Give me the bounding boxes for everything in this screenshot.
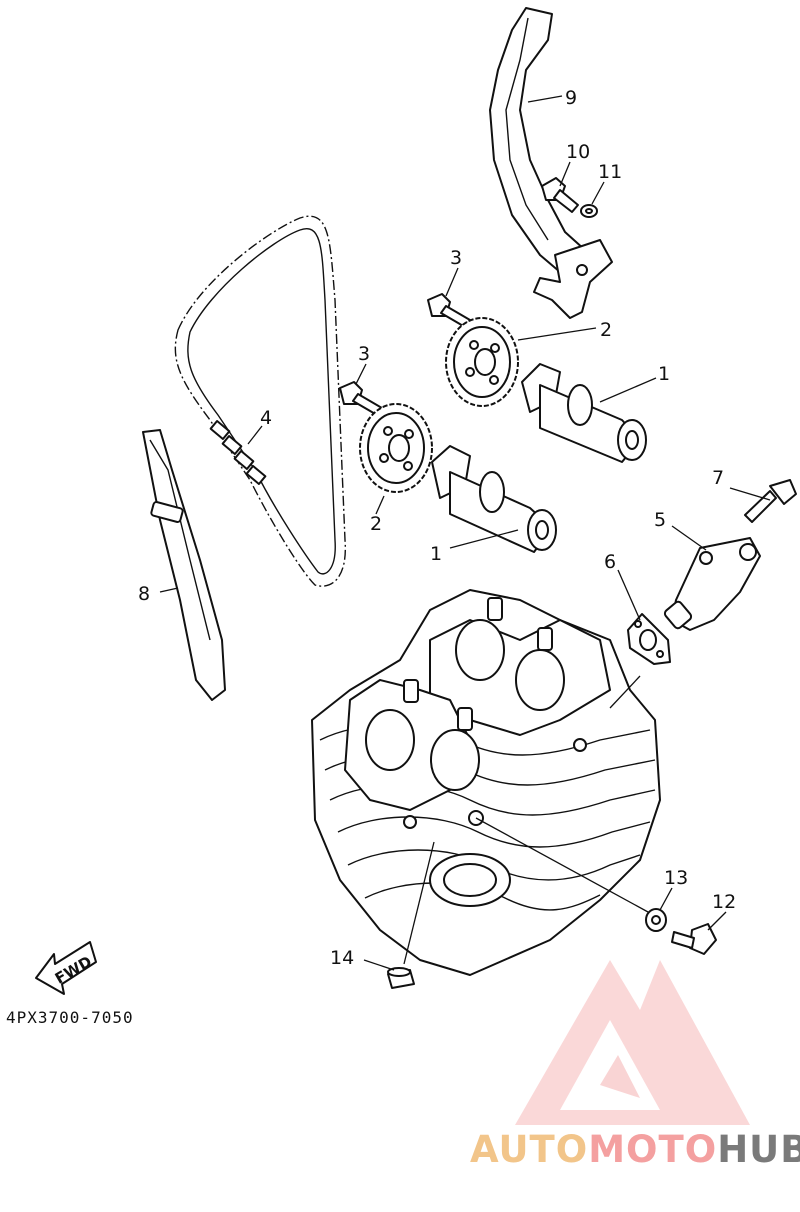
- callout-10: 10: [566, 141, 590, 163]
- bolt-10: [541, 177, 579, 213]
- camshaft-lower: [431, 445, 557, 553]
- callout-8: 8: [138, 583, 150, 605]
- bolt-12: [671, 923, 717, 955]
- bolt-3-lower: [339, 381, 383, 416]
- brand-part-auto: AUTO: [470, 1128, 589, 1171]
- bolt-7: [744, 479, 797, 523]
- callout-9: 9: [565, 87, 577, 109]
- callout-1-lower: 1: [430, 543, 442, 565]
- dowel-pin-14: [387, 967, 415, 989]
- watermark-logo: [515, 960, 750, 1125]
- diagram-code: 4PX3700-7050: [6, 1008, 134, 1027]
- callout-7: 7: [712, 467, 724, 489]
- forward-direction-arrow: FWD: [35, 941, 97, 995]
- chain-guide-intake: [489, 7, 613, 319]
- cam-sprocket-lower: [359, 403, 433, 493]
- chain-joint-link: [209, 420, 267, 485]
- brand-part-hub: HUB: [717, 1128, 800, 1171]
- camshaft-upper: [521, 363, 647, 463]
- callout-3-lower: 3: [358, 343, 370, 365]
- leader-lines: [159, 95, 771, 971]
- cam-chain: [174, 215, 346, 587]
- callout-11: 11: [598, 161, 622, 183]
- callout-13: 13: [664, 867, 688, 889]
- callout-2-lower: 2: [370, 513, 382, 535]
- chain-guide-exhaust: [142, 429, 226, 701]
- washer-11: [580, 204, 598, 218]
- cam-sprocket-upper: [445, 317, 519, 407]
- callout-14: 14: [330, 947, 354, 969]
- washer-13: [645, 908, 667, 932]
- bolt-3-upper: [427, 293, 471, 328]
- callout-1-upper: 1: [658, 363, 670, 385]
- callout-4: 4: [260, 407, 272, 429]
- callout-6: 6: [604, 551, 616, 573]
- callout-12: 12: [712, 891, 736, 913]
- callout-5: 5: [654, 509, 666, 531]
- cylinder-head: [311, 589, 661, 976]
- callout-3-upper: 3: [450, 247, 462, 269]
- cam-chain-tensioner: [663, 537, 761, 631]
- brand-part-moto: MOTO: [588, 1128, 718, 1171]
- callout-labels: 9 10 11 3 2 1 3 4 2 1 7 5 6 8 13 12 14: [138, 87, 736, 969]
- watermark-brand-text: AUTOMOTOHUB: [470, 1128, 800, 1171]
- callout-2-upper: 2: [600, 319, 612, 341]
- tensioner-gasket: [627, 613, 671, 665]
